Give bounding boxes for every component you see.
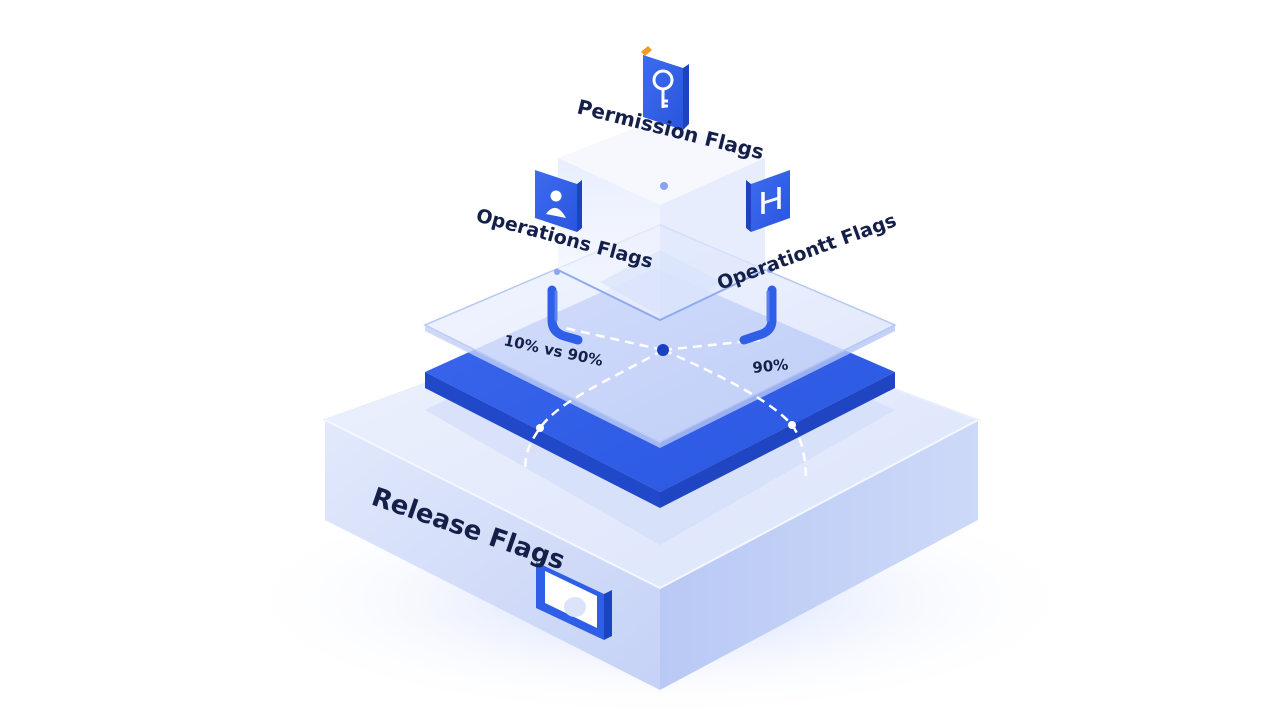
- right-branch-node: [788, 421, 796, 429]
- route-to-right-branch: [662, 348, 808, 483]
- inner-pyramid: [600, 250, 722, 316]
- blue-layer-right-edge: [660, 372, 895, 508]
- key-icon: [641, 46, 689, 130]
- top-connector-dot: [660, 182, 668, 190]
- route-to-left-label: [564, 326, 664, 352]
- translucent-cube: [557, 118, 766, 322]
- right-bracket: [739, 285, 777, 345]
- split-right-label: 90%: [752, 355, 790, 377]
- left-bracket: [547, 285, 583, 345]
- glass-pane: [423, 224, 897, 448]
- base-right-face: [660, 420, 978, 690]
- cube-top-face: [558, 118, 765, 205]
- user-icon: [535, 170, 582, 232]
- routing-hub-dot: [657, 344, 669, 356]
- left-connector-dot: [554, 269, 560, 275]
- left-branch-node: [536, 424, 544, 432]
- h-bracket-icon: [746, 170, 790, 232]
- blue-layer-left-edge: [425, 372, 660, 508]
- toggle-switch-icon: [536, 562, 612, 640]
- right-connector-dot: [767, 267, 773, 273]
